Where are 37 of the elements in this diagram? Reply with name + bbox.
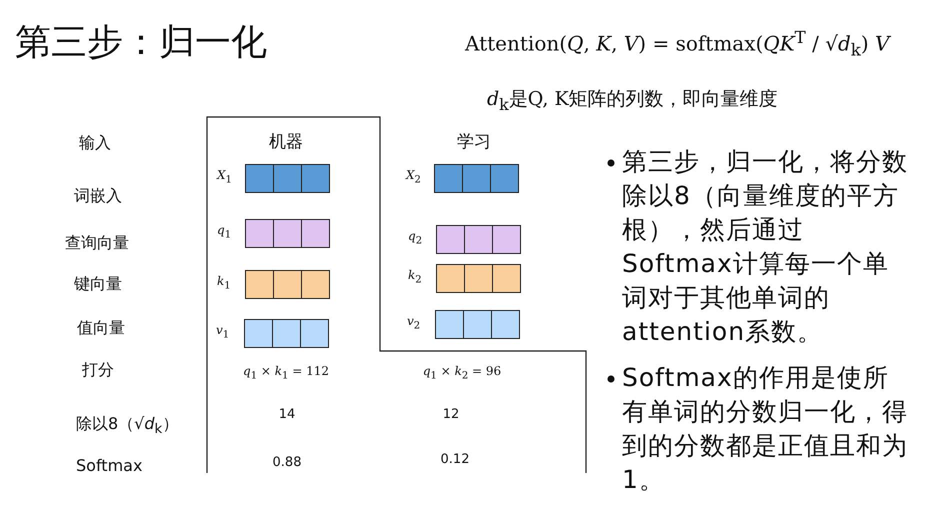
slide-title: 第三步：归一化 — [15, 21, 267, 65]
score-value: 0.12 — [440, 452, 470, 467]
vector-symbol: X$_{2}$ — [406, 168, 421, 186]
vector-symbol: q$_{1}$ — [217, 223, 232, 240]
score-value: 12 — [442, 407, 460, 422]
vector-bar — [436, 264, 521, 293]
vector-bar — [245, 270, 330, 299]
row-label: 查询向量 — [65, 233, 129, 254]
vector-symbol: q$_{2}$ — [408, 229, 422, 246]
vector-symbol: X$_{1}$ — [217, 168, 232, 186]
vector-symbol: v$_{2}$ — [407, 314, 420, 332]
formula-note: d$_{k}$是Q, K矩阵的列数，即向量维度 — [487, 87, 778, 114]
row-label: 键向量 — [74, 274, 122, 295]
vector-symbol: v$_{1}$ — [216, 323, 230, 340]
vector-bar — [244, 319, 329, 348]
bullet-text: Softmax的作用是使所有单词的分数归一化，得到的分数都是正值且和为1。 — [622, 362, 909, 496]
row-label: 词嵌入 — [74, 186, 122, 207]
row-label: 打分 — [82, 360, 114, 381]
vector-bar — [436, 225, 521, 254]
vector-symbol: k$_{2}$ — [408, 268, 422, 286]
vector-bar — [245, 164, 330, 193]
vector-bar — [434, 164, 519, 193]
row-label: 输入 — [79, 133, 111, 154]
score-value: 14 — [278, 407, 296, 422]
vector-bar — [245, 219, 330, 248]
vector-symbol: k$_{1}$ — [217, 274, 231, 292]
score-formula: q$_{1}$ × k$_{2}$ = 96 — [422, 364, 502, 382]
score-formula: q$_{1}$ × k$_{1}$ = 112 — [243, 364, 329, 382]
column-header: 学习 — [457, 131, 491, 153]
column-header: 机器 — [269, 131, 303, 153]
row-label: Softmax — [76, 456, 142, 475]
vector-bar — [435, 310, 520, 339]
formula: Attention(Q, K, V) = softmax(QK$^{T}$ / √d$_{k}$) V — [465, 28, 890, 60]
score-value: 0.88 — [272, 455, 302, 470]
row-label: 除以8（√d$_{k}$） — [76, 414, 178, 438]
row-label: 值向量 — [77, 318, 125, 339]
bullet-text: 第三步，归一化，将分数除以8（向量维度的平方根），然后通过Softmax计算每一个单词对于其他单词的attention系数。 — [622, 146, 909, 348]
